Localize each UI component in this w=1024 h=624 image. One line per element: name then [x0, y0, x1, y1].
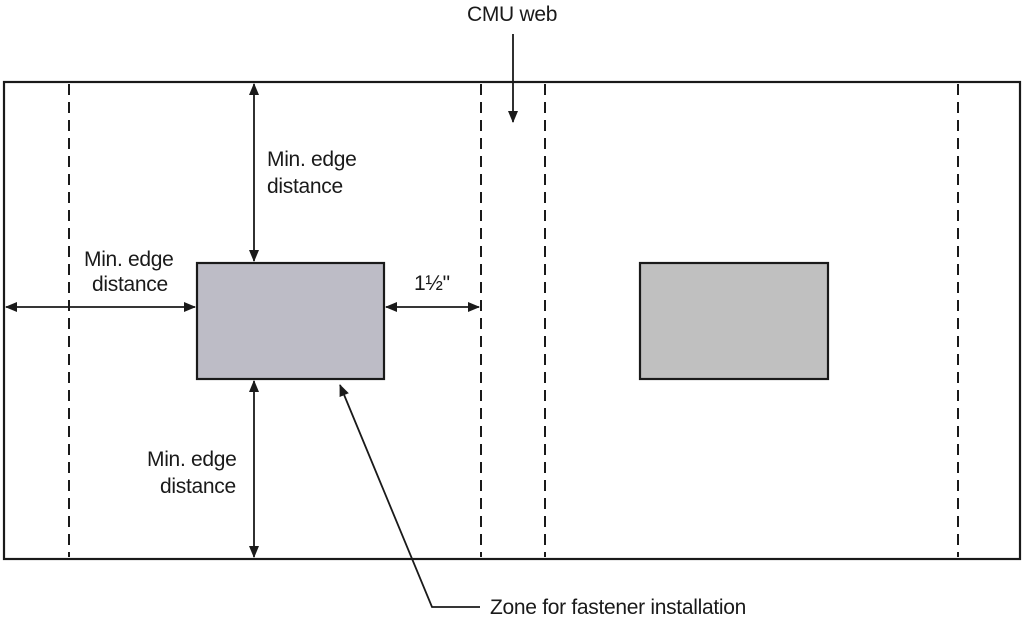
gap-dimension-label: 1½"	[414, 272, 450, 295]
top-min-edge-label-line1: Min. edge	[267, 148, 357, 171]
bottom-min-edge-label-line1: Min. edge	[147, 448, 237, 471]
fastener-zone-right	[638, 261, 830, 381]
top-min-edge-label-line2: distance	[267, 175, 343, 198]
bottom-min-edge-label-line2: distance	[160, 475, 236, 498]
zone-callout-label: Zone for fastener installation	[490, 596, 746, 619]
left-min-edge-label-line1: Min. edge	[84, 248, 174, 271]
left-min-edge-label-line2: distance	[92, 273, 168, 296]
cmu-web-label: CMU web	[467, 3, 557, 26]
zone-callout-leader	[339, 384, 480, 608]
fastener-zone-left	[195, 261, 386, 381]
cmu-block-outline	[2, 80, 1022, 561]
